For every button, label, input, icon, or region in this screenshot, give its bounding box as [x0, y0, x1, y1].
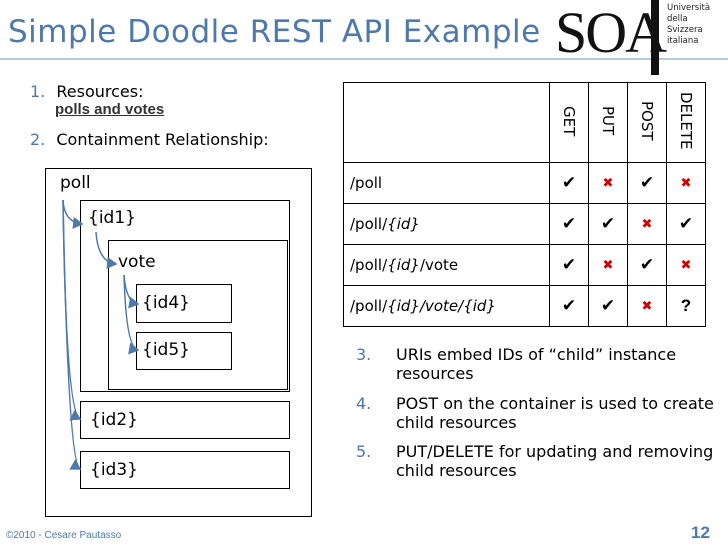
put-cell: ✔	[588, 203, 628, 245]
delete-cell: ✖	[666, 244, 706, 286]
vote-label: vote	[118, 252, 156, 272]
arrow-poll-id1	[62, 199, 84, 229]
list-text: Containment Relationship:	[56, 130, 269, 149]
uri-text: /poll/	[350, 297, 388, 315]
get-cell: ✔	[549, 162, 589, 204]
logo-university-name: Università della Svizzera italiana	[667, 3, 710, 47]
header-label: PUT	[599, 106, 617, 136]
list-number: 3.	[356, 345, 372, 364]
logo-line: della	[667, 14, 688, 24]
uri-text: /vote/{id}	[419, 297, 496, 315]
list-text: URIs embed IDs of “child” instance resou…	[396, 345, 677, 383]
id2-label: {id2}	[90, 410, 138, 430]
table-header-row: GET PUT POST DELETE	[343, 82, 706, 163]
list-item-resources: 1. Resources:	[30, 82, 143, 101]
header-label: POST	[638, 101, 656, 141]
logo-line: Università	[667, 3, 711, 13]
uri-method-table: GET PUT POST DELETE /poll ✔ ✖ ✔ ✖ /poll/…	[343, 82, 706, 327]
list-number: 4.	[356, 394, 372, 413]
list-number: 2.	[30, 130, 46, 149]
page-number: 12	[691, 523, 710, 542]
copyright-footer: ©2010 - Cesare Pautasso	[6, 530, 122, 541]
header-post: POST	[627, 82, 667, 163]
uri-id: {id}	[387, 297, 420, 315]
list-item-put-delete: 5. PUT/DELETE for updating and removing …	[356, 442, 716, 480]
slide-title: Simple Doodle REST API Example	[8, 14, 541, 50]
arrow-vote-id4	[123, 274, 140, 309]
uri-text: /poll/	[350, 215, 388, 233]
list-number: 5.	[356, 442, 372, 461]
poll-label: poll	[60, 173, 91, 193]
soa-logo: SOA	[555, 0, 667, 65]
header-delete: DELETE	[666, 82, 706, 163]
header-label: GET	[560, 105, 578, 137]
post-cell: ✔	[627, 244, 667, 286]
uri-id: {id}	[387, 256, 420, 274]
delete-cell: ✔	[666, 203, 706, 245]
resources-subtext: polls and votes	[55, 101, 165, 118]
list-text: POST on the container is used to create …	[396, 394, 714, 432]
put-cell: ✖	[588, 244, 628, 286]
get-cell: ✔	[549, 285, 589, 327]
delete-cell: ?	[666, 285, 706, 327]
list-text: Resources:	[56, 82, 144, 101]
uri-id: {id}	[387, 215, 420, 233]
uri-cell: /poll/{id}	[343, 203, 550, 245]
get-cell: ✔	[549, 244, 589, 286]
get-cell: ✔	[549, 203, 589, 245]
arrow-poll-id3	[62, 199, 82, 470]
post-cell: ✖	[627, 203, 667, 245]
table-row: /poll/{id} ✔ ✔ ✖ ✔	[343, 203, 706, 245]
list-text: PUT/DELETE for updating and removing chi…	[396, 442, 714, 480]
id3-box	[80, 451, 290, 489]
post-cell: ✔	[627, 162, 667, 204]
table-row: /poll/{id}/vote ✔ ✖ ✔ ✖	[343, 244, 706, 286]
id1-label: {id1}	[88, 208, 136, 228]
post-cell: ✖	[627, 285, 667, 327]
header-get: GET	[549, 82, 589, 163]
list-number: 1.	[30, 82, 46, 101]
logo-line: italiana	[667, 36, 699, 46]
id3-label: {id3}	[90, 460, 138, 480]
uri-text: /poll	[350, 174, 383, 192]
id4-label: {id4}	[142, 293, 190, 313]
logo-bar	[651, 0, 659, 75]
uri-cell: /poll	[343, 162, 550, 204]
uri-cell: /poll/{id}/vote	[343, 244, 550, 286]
arrow-id1-vote	[95, 231, 118, 269]
id5-label: {id5}	[142, 340, 190, 360]
id5-box	[136, 332, 232, 370]
put-cell: ✖	[588, 162, 628, 204]
uri-cell: /poll/{id}/vote/{id}	[343, 285, 550, 327]
delete-cell: ✖	[666, 162, 706, 204]
uri-text: /vote	[419, 256, 459, 274]
header-label: DELETE	[677, 92, 695, 150]
header-empty-cell	[343, 82, 550, 163]
title-divider	[0, 58, 728, 60]
list-item-post: 4. POST on the container is used to crea…	[356, 394, 716, 432]
uri-text: /poll/	[350, 256, 388, 274]
put-cell: ✔	[588, 285, 628, 327]
header-put: PUT	[588, 82, 628, 163]
arrow-vote-id5	[123, 274, 140, 355]
list-item-containment: 2. Containment Relationship:	[30, 130, 269, 149]
table-row: /poll ✔ ✖ ✔ ✖	[343, 162, 706, 204]
logo-line: Svizzera	[667, 25, 703, 35]
table-row: /poll/{id}/vote/{id} ✔ ✔ ✖ ?	[343, 285, 706, 327]
id4-box	[136, 284, 232, 323]
list-item-uris: 3. URIs embed IDs of “child” instance re…	[356, 345, 716, 383]
